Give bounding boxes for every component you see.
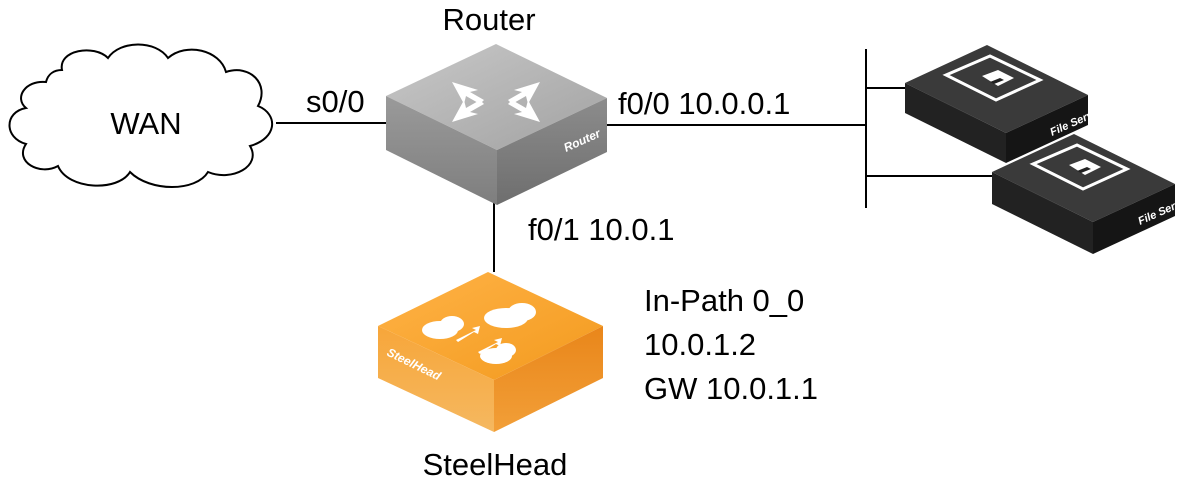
document-icon	[1029, 143, 1131, 191]
steelhead-device: SteelHead	[378, 272, 603, 432]
inpath-line1: In-Path 0_0	[644, 283, 804, 318]
router-device: Router	[386, 44, 607, 205]
f00-label: f0/0 10.0.0.1	[618, 86, 790, 121]
router-title: Router	[442, 2, 535, 37]
wan-cloud-icon	[8, 43, 274, 188]
file-server-2: File Server	[992, 134, 1193, 254]
document-icon	[942, 54, 1044, 102]
cloud-sync-icon	[422, 303, 536, 364]
arrows-in-icon	[452, 82, 540, 122]
f01-label: f0/1 10.0.1	[528, 212, 675, 247]
steelhead-title: SteelHead	[423, 447, 568, 482]
inpath-line2: 10.0.1.2	[644, 327, 756, 362]
wan-label: WAN	[110, 106, 181, 141]
s00-label: s0/0	[306, 84, 365, 119]
inpath-line3: GW 10.0.1.1	[644, 371, 818, 406]
